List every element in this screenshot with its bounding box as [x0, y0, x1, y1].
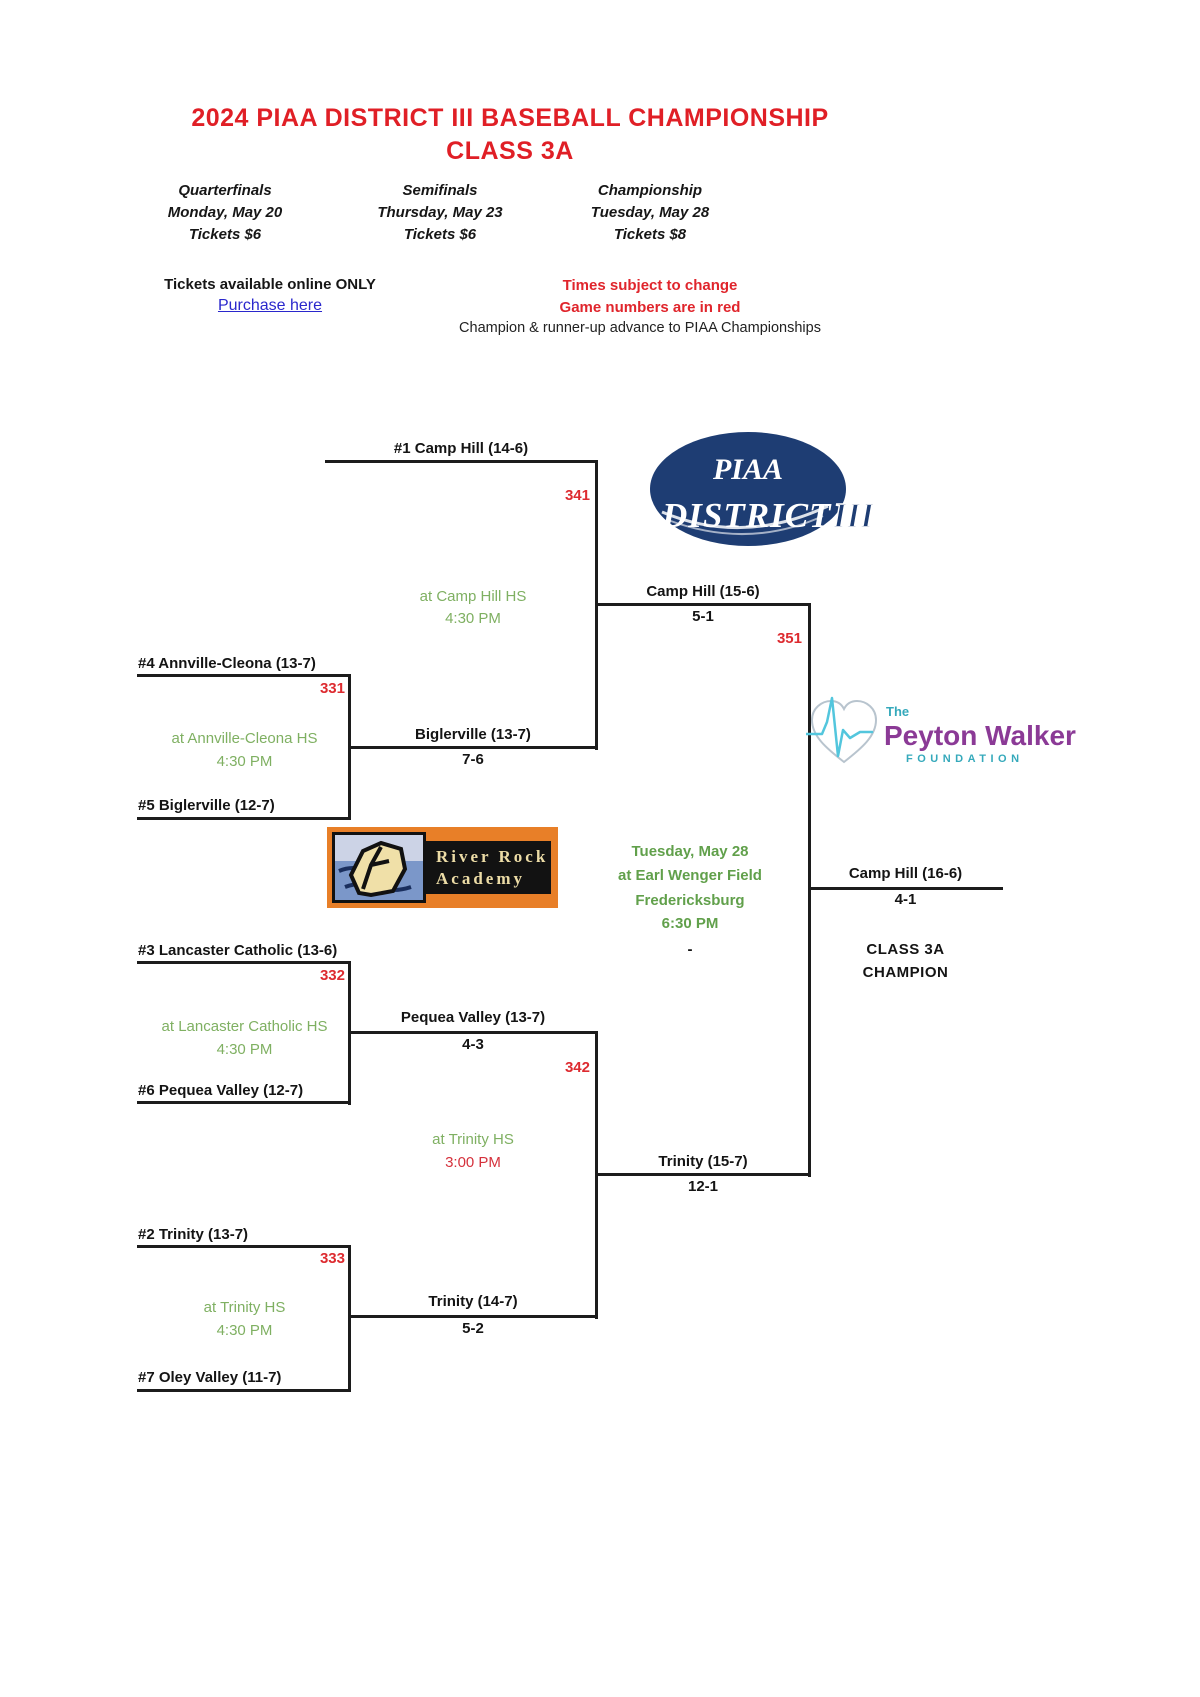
- seed-4-annville-cleona: #4 Annville-Cleona (13-7): [138, 655, 316, 672]
- final-date: Tuesday, May 28: [631, 843, 749, 860]
- champion-title-label: CHAMPION: [862, 964, 949, 981]
- purchase-tickets-link[interactable]: Purchase here: [217, 297, 323, 314]
- final-connector: [808, 603, 811, 1177]
- game-341-winner: Camp Hill (15-6): [646, 583, 760, 600]
- game-333-time: 4:30 PM: [216, 1322, 273, 1339]
- qf1-bottom-line: [137, 817, 350, 820]
- qf3-winner-line: [349, 1315, 597, 1318]
- champion-class-label: CLASS 3A: [866, 941, 945, 958]
- game-341-score: 5-1: [692, 608, 714, 625]
- game-333-site: at Trinity HS: [203, 1299, 286, 1316]
- seed1-line: [325, 460, 597, 463]
- round-name-quarterfinals: Quarterfinals: [178, 182, 272, 199]
- game-351-number: 351: [776, 630, 802, 647]
- river-rock-rock-icon: [335, 835, 423, 900]
- round-tickets-quarterfinals: Tickets $6: [188, 226, 262, 243]
- seed-5-biglerville: #5 Biglerville (12-7): [138, 797, 275, 814]
- champion-score: 4-1: [894, 891, 917, 908]
- game-333-number: 333: [319, 1250, 345, 1267]
- page-title: 2024 PIAA DISTRICT III BASEBALL CHAMPION…: [191, 104, 829, 132]
- piaa-logo-text-top: PIAA: [712, 453, 783, 486]
- round-date-championship: Tuesday, May 28: [590, 204, 710, 221]
- final-dash: -: [687, 941, 693, 958]
- seed-2-trinity: #2 Trinity (13-7): [138, 1226, 249, 1243]
- game-numbers-note: Game numbers are in red: [559, 299, 741, 316]
- game-333-score: 5-2: [462, 1320, 484, 1337]
- river-rock-academy-logo: River Rock Academy: [327, 827, 558, 908]
- qf3-connector: [348, 1245, 351, 1392]
- river-rock-logo-textbox: River Rock Academy: [426, 841, 551, 894]
- piaa-logo-text-suffix: III: [832, 496, 873, 535]
- seed-3-lancaster-catholic: #3 Lancaster Catholic (13-6): [138, 942, 338, 959]
- final-site: at Earl Wenger Field: [618, 867, 762, 884]
- seed-6-pequea-valley: #6 Pequea Valley (12-7): [138, 1082, 304, 1099]
- peyton-logo-name: Peyton Walker: [884, 720, 1076, 751]
- game-342-site: at Trinity HS: [432, 1131, 514, 1148]
- game-342-number: 342: [564, 1059, 590, 1076]
- qf3-bottom-line: [137, 1389, 350, 1392]
- qf2-top-line: [137, 961, 350, 964]
- seed-7-oley-valley: #7 Oley Valley (11-7): [138, 1369, 282, 1386]
- game-332-winner: Pequea Valley (13-7): [400, 1009, 546, 1026]
- game-332-number: 332: [319, 967, 345, 984]
- qf2-winner-line: [349, 1031, 597, 1034]
- peyton-logo-the: The: [886, 704, 909, 719]
- game-331-site: at Annville-Cleona HS: [171, 730, 318, 747]
- qf3-top-line: [137, 1245, 350, 1248]
- piaa-district-iii-logo: PIAA DISTRICT III: [650, 432, 873, 546]
- river-rock-logo-line2: Academy: [436, 868, 525, 888]
- game-341-number: 341: [564, 487, 590, 504]
- champion-team: Camp Hill (16-6): [848, 865, 963, 882]
- game-331-time: 4:30 PM: [216, 753, 273, 770]
- qf2-bottom-line: [137, 1101, 350, 1104]
- tickets-online-note: Tickets available online ONLY: [164, 276, 376, 293]
- final-city: Fredericksburg: [635, 892, 745, 909]
- final-time: 6:30 PM: [661, 915, 719, 932]
- peyton-logo-foundation: FOUNDATION: [906, 753, 1024, 765]
- game-331-winner: Biglerville (13-7): [415, 726, 531, 743]
- peyton-walker-foundation-logo: The Peyton Walker FOUNDATION: [806, 696, 1076, 765]
- game-332-site: at Lancaster Catholic HS: [161, 1018, 328, 1035]
- page-subtitle: CLASS 3A: [446, 137, 574, 165]
- game-341-time: 4:30 PM: [445, 610, 501, 627]
- round-name-championship: Championship: [597, 182, 703, 199]
- game-332-score: 4-3: [462, 1036, 484, 1053]
- river-rock-logo-line1: River Rock: [436, 847, 549, 867]
- river-rock-logo-picture: [332, 832, 426, 903]
- game-331-number: 331: [319, 680, 345, 697]
- game-342-score: 12-1: [687, 1178, 719, 1195]
- round-date-quarterfinals: Monday, May 20: [167, 204, 283, 221]
- heart-ekg-icon: [806, 696, 878, 764]
- game-342-time: 3:00 PM: [445, 1154, 501, 1171]
- qf1-winner-line: [349, 746, 597, 749]
- round-date-semifinals: Thursday, May 23: [377, 204, 503, 221]
- advance-note: Champion & runner-up advance to PIAA Cha…: [459, 320, 821, 336]
- round-tickets-championship: Tickets $8: [613, 226, 687, 243]
- game-342-winner: Trinity (15-7): [658, 1153, 748, 1170]
- game-341-site: at Camp Hill HS: [419, 588, 527, 605]
- times-subject-note: Times subject to change: [562, 277, 738, 294]
- round-tickets-semifinals: Tickets $6: [403, 226, 477, 243]
- semifinal2-winner-line: [595, 1173, 811, 1176]
- qf1-top-line: [137, 674, 350, 677]
- game-332-time: 4:30 PM: [216, 1041, 273, 1058]
- piaa-logo-text-bottom: DISTRICT: [661, 496, 832, 535]
- semifinal1-winner-line: [595, 603, 811, 606]
- round-name-semifinals: Semifinals: [402, 182, 478, 199]
- champion-line: [808, 887, 1003, 890]
- game-331-score: 7-6: [462, 751, 484, 768]
- seed-1-camp-hill: #1 Camp Hill (14-6): [393, 440, 529, 457]
- game-333-winner: Trinity (14-7): [428, 1293, 518, 1310]
